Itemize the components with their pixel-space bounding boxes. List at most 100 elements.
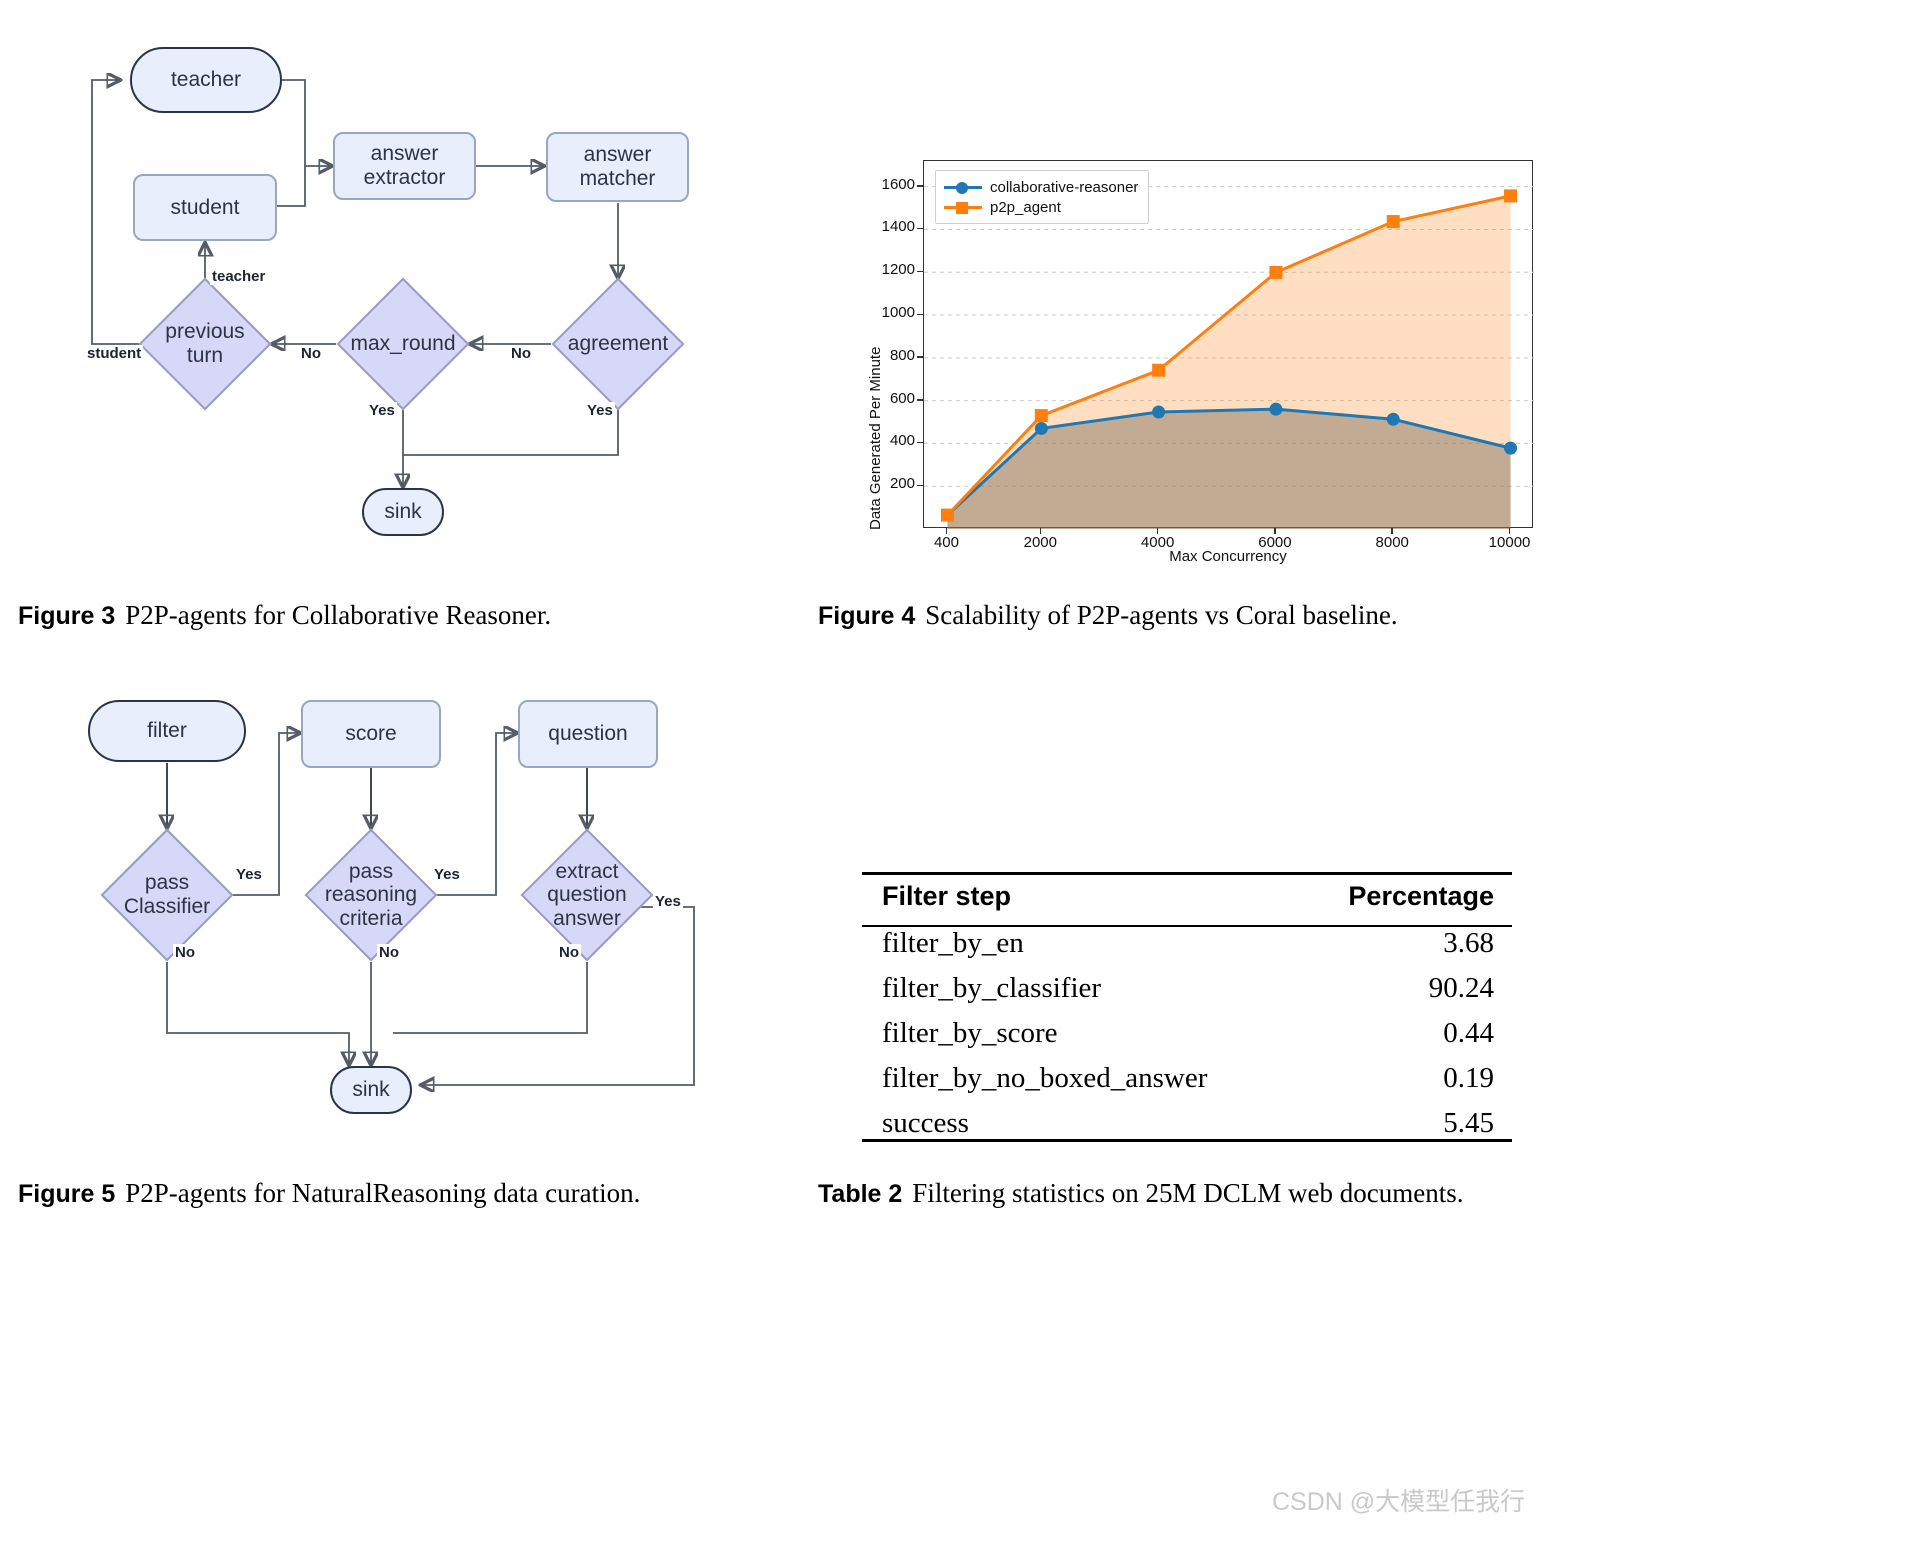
node-extract-question-answer[interactable]: extract question answer bbox=[520, 828, 654, 962]
chart-y-tick-mark bbox=[917, 484, 923, 487]
node-student-label: student bbox=[170, 195, 240, 219]
caption-figure-5-label: Figure 5 bbox=[18, 1180, 116, 1208]
node-teacher[interactable]: teacher bbox=[130, 47, 282, 113]
node-answer-extractor[interactable]: answer extractor bbox=[333, 132, 476, 200]
node-teacher-label: teacher bbox=[170, 68, 242, 92]
node-sink-fig3[interactable]: sink bbox=[362, 488, 444, 536]
node-max-round[interactable]: max_round bbox=[336, 277, 470, 411]
chart-y-tick-mark bbox=[917, 313, 923, 316]
chart-y-tick-label: 400 bbox=[889, 432, 915, 450]
table-cell-percentage: 5.45 bbox=[1443, 1107, 1494, 1139]
chart-y-tick-mark bbox=[917, 356, 923, 358]
node-answer-matcher[interactable]: answer matcher bbox=[546, 132, 689, 202]
chart-x-tick-mark bbox=[1274, 528, 1276, 534]
node-agreement[interactable]: agreement bbox=[551, 277, 685, 411]
edge-label-yes-2: Yes bbox=[432, 866, 462, 883]
legend-item-p2p-agent[interactable]: p2p_agent bbox=[944, 197, 1138, 217]
edge-label-teacher: teacher bbox=[210, 268, 268, 285]
edge-label-no-2: No bbox=[377, 944, 401, 961]
node-max-round-label: max_round bbox=[350, 332, 456, 356]
node-previous-turn[interactable]: previous turn bbox=[138, 277, 272, 411]
node-filter-label: filter bbox=[147, 719, 187, 743]
chart-y-tick-mark bbox=[917, 227, 923, 230]
caption-figure-4-label: Figure 4 bbox=[818, 602, 916, 630]
table-cell-percentage: 90.24 bbox=[1428, 972, 1494, 1004]
node-answer-matcher-label: answer matcher bbox=[579, 143, 656, 190]
legend-marker-circle-icon bbox=[944, 180, 982, 194]
node-filter[interactable]: filter bbox=[88, 700, 246, 762]
chart-datapoint bbox=[1504, 189, 1518, 203]
caption-figure-5-text: P2P-agents for NaturalReasoning data cur… bbox=[125, 1178, 641, 1208]
chart-datapoint bbox=[1504, 441, 1518, 455]
chart-y-tick-label: 600 bbox=[889, 389, 915, 407]
node-pass-classifier-label: pass Classifier bbox=[123, 871, 211, 918]
caption-figure-4: Figure 4 Scalability of P2P-agents vs Cor… bbox=[818, 600, 1398, 631]
chart-datapoint bbox=[940, 508, 954, 522]
table-header-row: Filter step Percentage bbox=[862, 874, 1512, 921]
chart-area-fill bbox=[947, 195, 1511, 529]
edge-label-yes-3: Yes bbox=[653, 893, 683, 910]
legend-label-0: collaborative-reasoner bbox=[990, 178, 1139, 196]
node-sink-fig5[interactable]: sink bbox=[330, 1066, 412, 1114]
node-sink-fig3-label: sink bbox=[384, 500, 422, 524]
caption-figure-4-text: Scalability of P2P-agents vs Coral basel… bbox=[925, 600, 1398, 630]
chart-x-tick-mark bbox=[945, 528, 948, 534]
chart-datapoint bbox=[1034, 409, 1048, 423]
caption-table-2: Table 2 Filtering statistics on 25M DCLM … bbox=[818, 1178, 1464, 1209]
chart-y-tick-mark bbox=[917, 185, 923, 187]
chart-legend: collaborative-reasoner p2p_agent bbox=[935, 170, 1150, 224]
caption-table-2-label: Table 2 bbox=[818, 1180, 903, 1208]
edge-label-yes-1: Yes bbox=[234, 866, 264, 883]
chart-line-1 bbox=[946, 194, 1511, 517]
chart-x-tick-label: 4000 bbox=[1140, 534, 1175, 551]
legend-label-1: p2p_agent bbox=[990, 198, 1061, 216]
legend-marker-square-icon bbox=[944, 200, 982, 214]
caption-figure-3-label: Figure 3 bbox=[18, 602, 116, 630]
chart-datapoint bbox=[1269, 402, 1283, 416]
edge-label-no-agreement: No bbox=[509, 345, 533, 362]
chart-x-tick-mark bbox=[1391, 528, 1393, 534]
node-pass-reasoning-criteria[interactable]: pass reasoning criteria bbox=[304, 828, 438, 962]
edge-label-no-maxround: No bbox=[299, 345, 323, 362]
figure-3-edges bbox=[91, 0, 760, 580]
chart-datapoint bbox=[1269, 265, 1283, 279]
caption-table-2-text: Filtering statistics on 25M DCLM web doc… bbox=[912, 1178, 1464, 1208]
chart-datapoint bbox=[1152, 405, 1166, 419]
node-pass-classifier[interactable]: pass Classifier bbox=[100, 828, 234, 962]
node-score[interactable]: score bbox=[301, 700, 441, 768]
table-cell-percentage: 0.19 bbox=[1443, 1062, 1494, 1094]
chart-x-tick-mark bbox=[1039, 528, 1042, 534]
node-question[interactable]: question bbox=[518, 700, 658, 768]
chart-y-tick-label: 200 bbox=[889, 475, 915, 493]
chart-y-tick-label: 1200 bbox=[881, 261, 915, 279]
chart-y-tick-mark bbox=[917, 270, 923, 273]
watermark: CSDN @大模型任我行 bbox=[1272, 1488, 1526, 1516]
table-header-filter-step: Filter step bbox=[882, 881, 1012, 911]
chart-y-tick-mark bbox=[917, 399, 923, 401]
chart-area-fill bbox=[947, 409, 1511, 529]
node-question-label: question bbox=[548, 722, 628, 746]
chart-x-tick-label: 6000 bbox=[1258, 534, 1292, 551]
chart-x-tick-label: 10000 bbox=[1488, 534, 1531, 551]
caption-figure-3-text: P2P-agents for Collaborative Reasoner. bbox=[125, 600, 552, 630]
chart-y-tick-label: 1400 bbox=[881, 218, 915, 236]
table-rule-bottom bbox=[862, 1139, 1512, 1142]
edge-label-student: student bbox=[85, 345, 144, 362]
chart-x-tick-label: 8000 bbox=[1375, 534, 1409, 551]
chart-datapoint bbox=[1386, 215, 1400, 229]
table-cell-step: filter_by_en bbox=[882, 927, 1024, 959]
edge-label-no-1: No bbox=[173, 944, 197, 961]
table-cell-step: filter_by_score bbox=[882, 1017, 1058, 1049]
node-agreement-label: agreement bbox=[567, 332, 669, 356]
node-score-label: score bbox=[345, 722, 397, 746]
chart-x-axis-title: Max Concurrency bbox=[1169, 548, 1287, 565]
node-student[interactable]: student bbox=[133, 174, 277, 241]
table-header-percentage: Percentage bbox=[1348, 881, 1494, 911]
legend-item-collaborative-reasoner[interactable]: collaborative-reasoner bbox=[944, 177, 1138, 197]
figure-3-diagram: teacher student answer extractor answer … bbox=[0, 0, 760, 580]
chart-y-tick-label: 1600 bbox=[881, 175, 915, 193]
